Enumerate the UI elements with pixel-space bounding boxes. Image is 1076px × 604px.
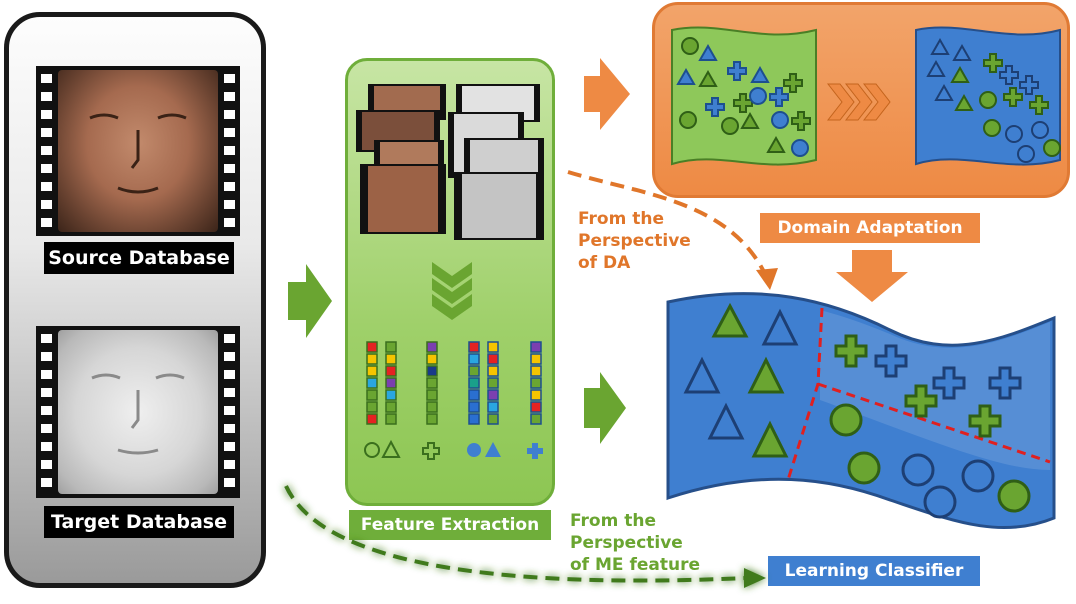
chevron-right-icon (826, 83, 891, 121)
feature-vector-1 (366, 341, 378, 425)
cross-icon (422, 442, 440, 460)
triangle-icon (381, 439, 401, 458)
classifier-highlight (820, 310, 1050, 470)
da-perspective-arrow (567, 170, 778, 290)
source-face-features (89, 113, 187, 194)
target-domain-samples (926, 37, 1061, 163)
feature-vectors (366, 341, 542, 425)
domain-adaptation-label: Domain Adaptation (760, 213, 980, 243)
face-thumbnail-stack (356, 84, 544, 240)
learning-classifier-label: Learning Classifier (768, 556, 980, 586)
feature-vector-5 (487, 341, 499, 425)
decision-boundary-lines (786, 307, 1051, 481)
perspective-da-text: From the Perspective of DA (578, 208, 691, 274)
source-sprocket-holes (41, 74, 235, 227)
perspective-me-line1: From the (570, 511, 656, 531)
feature-vector-4 (468, 341, 480, 425)
source-database-label: Source Database (44, 242, 234, 274)
perspective-da-line3: of DA (578, 253, 631, 273)
circle-icon (364, 442, 380, 458)
orange-arrow-icon (584, 58, 908, 302)
feature-vector-2 (385, 341, 397, 425)
source-domain-samples (676, 37, 811, 157)
vector-class-symbols (364, 439, 543, 460)
feature-extraction-label: Feature Extraction (349, 510, 551, 540)
perspective-da-line1: From the (578, 209, 664, 229)
perspective-me-text: From the Perspective of ME feature (570, 510, 700, 576)
feature-vector-6 (530, 341, 542, 425)
circle-icon (467, 443, 481, 457)
chevron-down-icon (432, 262, 472, 320)
green-arrow-icon (288, 264, 626, 444)
classifier-samples (683, 302, 1031, 519)
me-perspective-arrow (284, 485, 766, 588)
perspective-me-line2: Perspective (570, 533, 683, 553)
classifier-domain-shape (666, 292, 1056, 530)
target-face-features (91, 373, 185, 455)
cross-icon (527, 443, 543, 459)
feature-vector-3 (426, 341, 438, 425)
target-sprocket-holes (41, 334, 235, 487)
perspective-me-line3: of ME feature (570, 555, 700, 575)
target-database-label: Target Database (44, 506, 234, 538)
perspective-da-line2: Perspective (578, 231, 691, 251)
triangle-icon (485, 442, 501, 457)
